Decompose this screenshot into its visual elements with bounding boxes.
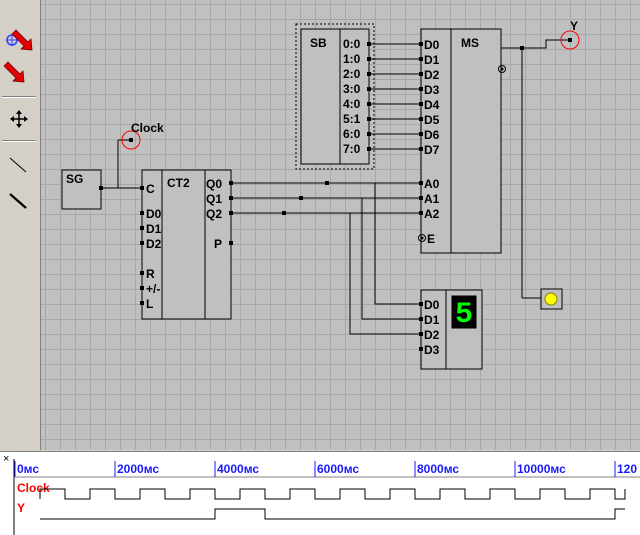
ct2-in-d2: D2 [146,237,162,251]
ms-in-e: E [427,232,435,246]
schematic-canvas[interactable]: 5 SG Clock Y CT2 C D0 D1 D2 R +/- L Q0 Q… [41,0,640,450]
timing-tick: 120 [617,462,637,476]
ct2-in-d0: D0 [146,207,162,221]
timing-tick: 10000мс [517,462,566,476]
ms-block[interactable] [420,28,502,254]
sg-block[interactable] [61,169,102,210]
sb-title: SB [310,36,327,50]
ms-in-d4: D4 [424,98,440,112]
ms-in-d1: D1 [424,53,440,67]
ct2-out-q1: Q1 [206,192,222,206]
ct2-block[interactable] [141,169,232,320]
toolbar-separator [2,96,36,98]
probe-tool-icon[interactable] [2,24,36,58]
timing-tick: 4000мс [217,462,259,476]
sb-row: 2:0 [343,67,361,81]
sg-label: SG [66,172,83,186]
ct2-out-p: P [214,237,222,251]
timing-signal-clock-label: Clock [17,481,50,495]
ms-in-d6: D6 [424,128,440,142]
sb-selection [295,23,375,170]
y-probe-circle[interactable] [560,30,580,50]
seven-segment-display [451,295,477,329]
ct2-out-q2: Q2 [206,207,222,221]
ms-title: MS [461,36,479,50]
clock-label: Clock [131,121,164,135]
ms-in-a0: A0 [424,177,440,191]
sb-row: 6:0 [343,127,361,141]
y-label: Y [570,19,578,33]
toolbar [0,0,41,450]
timing-tick: 0мс [17,462,39,476]
sb-ms-bus [369,43,421,150]
ms-in-d0: D0 [424,38,440,52]
ct2-in-r: R [146,267,155,281]
signal-arrow-tool-icon[interactable] [2,58,36,92]
display-in-d2: D2 [424,328,440,342]
ms-in-d5: D5 [424,113,440,127]
ct2-in-d1: D1 [146,222,162,236]
display-in-d3: D3 [424,343,440,357]
ms-in-d3: D3 [424,83,440,97]
ms-in-a1: A1 [424,192,440,206]
sb-row: 0:0 [343,37,361,51]
y-waveform [40,508,625,520]
ms-in-d2: D2 [424,68,440,82]
clock-waveform [39,488,626,500]
thick-wire-tool-icon[interactable] [2,184,36,218]
sb-row: 1:0 [343,52,361,66]
ct2-in-l: L [146,297,153,311]
sb-row: 4:0 [343,97,361,111]
ct2-in-updown: +/- [146,282,160,296]
toolbar-separator [2,140,36,142]
ct2-title: CT2 [167,176,190,190]
sb-row: 7:0 [343,142,361,156]
timing-tick: 6000мс [317,462,359,476]
ms-in-a2: A2 [424,207,440,221]
ct2-in-c: C [146,182,155,196]
ms-in-d7: D7 [424,143,440,157]
thin-wire-tool-icon[interactable] [2,148,36,182]
move-tool-icon[interactable] [2,102,36,136]
display-in-d1: D1 [424,313,440,327]
timing-diagram-panel[interactable]: × 0мс 2000мс 4000мс 6000мс 8000мс 10000м… [0,451,640,535]
led-lamp [544,292,558,306]
timing-signal-y-label: Y [17,501,25,515]
display-in-d0: D0 [424,298,440,312]
ct2-out-q0: Q0 [206,177,222,191]
clock-probe-circle[interactable] [121,130,141,150]
timing-close-icon[interactable]: × [3,453,9,465]
sb-block[interactable] [300,28,370,165]
timing-tick: 8000мс [417,462,459,476]
timing-tick: 2000мс [117,462,159,476]
sb-row: 5:1 [343,112,361,126]
sb-row: 3:0 [343,82,361,96]
display-digit: 5 [455,298,473,332]
